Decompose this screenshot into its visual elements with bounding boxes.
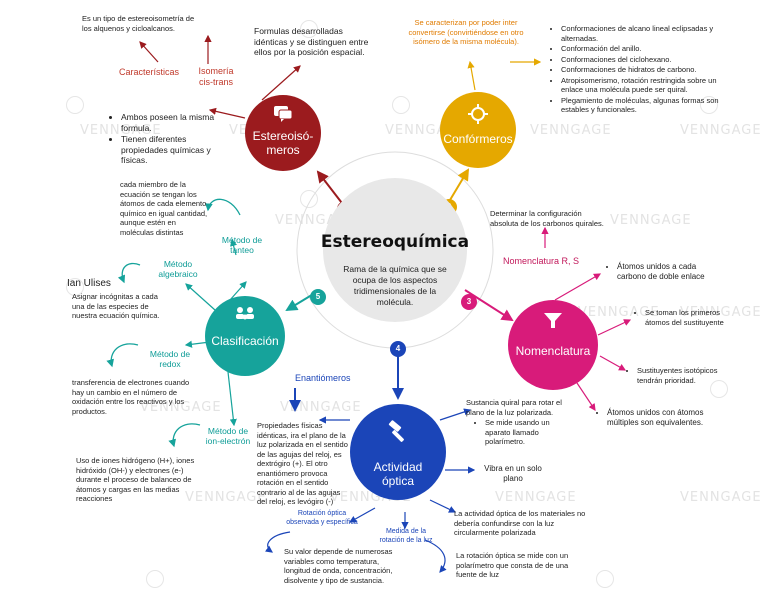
isomeria-label: Isomería cis-trans [191,66,241,88]
center-description: Rama de la química que se ocupa de los a… [343,264,447,307]
se-mide-text: Se mide usando un aparato llamado polarí… [474,418,564,448]
metodo-tanteo-line2: tanteo [230,245,254,255]
hub-estereoisomeros[interactable]: Estereoisó- meros [245,95,321,171]
caracteristicas-label: Características [119,67,180,77]
badge-number: 5 [310,289,326,305]
formulas-text: Formulas desarrolladas idénticas y se di… [254,26,369,57]
nomenclatura-bullet-2: Se toman los primeros átomos del sustitu… [634,308,726,328]
metodo-algebraico-line1: Método [163,259,193,269]
bullet-item: Ambos poseen la misma formula. [121,112,234,133]
funnel-icon [544,313,562,328]
hub-nomenclatura[interactable]: Nomenclatura [508,300,598,390]
actividad-materiales-text: La actividad óptica de los materiales no… [454,509,586,537]
bullet-item: Átomos unidos a cada carbono de doble en… [617,262,726,282]
enantiomeros-label: Enantiómeros [295,373,351,383]
hub-label: Confórmeros [443,132,513,146]
metodo-algebraico-line2: algebraico [158,269,198,279]
bullet-item: Conformación del anillo. [561,44,740,54]
metodo-redox-line1: Método de [149,349,191,359]
metodo-tanteo-label: Método de tanteo [214,235,270,255]
estereoisomeros-bullets: Ambos poseen la misma formula. Tienen di… [110,112,234,167]
tanteo-text: cada miembro de la ecuación se tengan lo… [120,180,208,237]
crosshair-icon [468,104,488,124]
nomenclatura-rs-label: Nomenclatura R, S [503,256,580,266]
metodo-redox-label: Método de redox [142,349,198,369]
badge-number: 4 [390,341,406,357]
hammer-icon [388,420,404,442]
hub-label: Nomenclatura [515,344,591,358]
nomenclatura-bullet-4: Átomos unidos con átomos múltiples son e… [596,408,712,429]
estereoisomeros-definition-text: Es un tipo de estereoisometría de los al… [82,14,195,33]
valor-text: Su valor depende de numerosas variables … [284,547,393,585]
uso-iones-text: Uso de iones hidrógeno (H+), iones hidró… [76,456,195,503]
hub-clasificacion[interactable]: Clasificación [205,296,285,376]
metodo-tanteo-line1: Método de [221,235,263,245]
hub-label-line1: Actividad [373,460,423,474]
bullet-item: Conformaciones de alcano lineal eclipsad… [561,24,740,43]
vibra-text: Vibra en un solo plano [484,464,542,483]
nomenclatura-bullet-3: Sustituyentes isotópicos tendrán priorid… [626,366,726,386]
bullet-item: Sustituyentes isotópicos tendrán priorid… [637,366,726,385]
metodo-ion-line2: ion-electrón [205,436,251,446]
metodo-ion-line1: Método de [207,426,249,436]
conformeros-definition: Se caracterizan por poder inter converti… [408,18,524,46]
polarimetro-text: La rotación óptica se mide con un polarí… [456,551,569,579]
nomenclatura-bullet-1: Átomos unidos a cada carbono de doble en… [606,262,726,283]
bullet-item: Plegamiento de moléculas, algunas formas… [561,96,740,115]
badge-number: 3 [461,294,477,310]
conformeros-bullets: Conformaciones de alcano lineal eclipsad… [550,24,740,116]
group-icon [236,307,254,320]
bullet-item: Átomos unidos con átomos múltiples son e… [607,408,712,428]
metodo-redox-line2: redox [159,359,181,369]
hub-conformeros[interactable]: Confórmeros [440,92,516,168]
center-topic-circle[interactable]: Estereoquímica Rama de la química que se… [321,178,469,322]
propiedades-text: Propiedades físicas idénticas, ira el pl… [257,421,348,506]
isomeria-label-line1: Isomería [198,66,234,76]
hub-label-line2: meros [266,143,300,157]
bullet-item: Se mide usando un aparato llamado polarí… [485,418,564,447]
transferencia-text: transferencia de electrones cuando hay u… [72,378,190,416]
asignar-text: Asignar incógnitas a cada una de las esp… [72,292,160,320]
sustancia-text: Sustancia quiral para rotar el plano de … [466,398,562,417]
hub-actividad-optica[interactable]: Actividad óptica [350,404,446,500]
bullet-item: Atropisomerismo, rotación restringida so… [561,76,740,95]
determinar-text: Determinar la configuración absoluta de … [490,209,604,228]
metodo-algebraico-label: Método algebraico [150,259,206,279]
bullet-item: Tienen diferentes propiedades químicas y… [121,134,234,166]
bullet-item: Conformaciones de hidratos de carbono. [561,65,740,75]
center-title: Estereoquímica [320,232,470,252]
medida-label: Medida de la rotación de la luz [379,528,433,544]
rotacion-observada-label: Rotación óptica observada y específica [286,510,358,526]
chat-icon [274,106,293,122]
hub-label-line2: óptica [381,474,415,488]
hub-label: Clasificación [211,334,279,348]
isomeria-label-line2: cis-trans [198,77,233,87]
author-name: Ian Ulises [67,278,111,289]
bullet-item: Se toman los primeros átomos del sustitu… [645,308,726,327]
bullet-item: Conformaciones del ciclohexano. [561,55,740,65]
metodo-ion-electron-label: Método de ion-electrón [200,426,256,446]
hub-label-line1: Estereoisó- [252,129,314,143]
